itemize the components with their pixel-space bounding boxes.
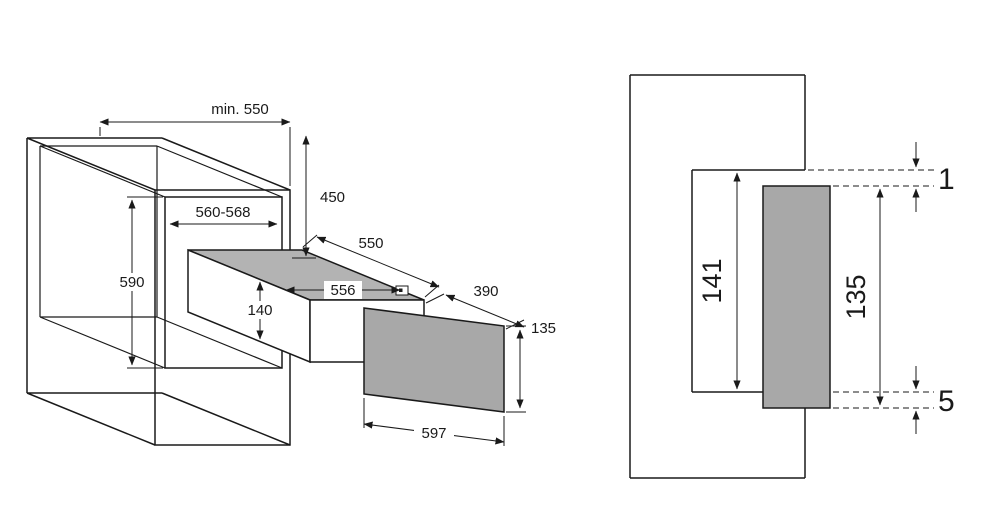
- dim-bottom-clearance-label: 5: [938, 385, 955, 418]
- dim-oven-niche-height-label: 450: [320, 189, 345, 206]
- dim-drawer-height-label: 140: [247, 302, 272, 319]
- reference-dashed-lines: [808, 169, 934, 409]
- side-front-panel: [762, 185, 831, 409]
- dim-side-niche-height-label: 141: [697, 258, 727, 303]
- dim-drawer-depth-label: 550: [358, 235, 383, 252]
- drawer-control-dot: [399, 288, 403, 292]
- dim-setback-depth-label: 390: [473, 283, 498, 300]
- side-section-view: 141 135 1 5: [629, 74, 955, 479]
- left-view-dimensions: min. 550 450 560-568 590 556: [99, 101, 556, 446]
- dim-side-panel-height-label: 135: [841, 274, 871, 319]
- dim-niche-width-label: 560-568: [195, 204, 250, 221]
- dim-side-niche-height: 141: [697, 172, 741, 390]
- dim-front-panel-width: 597: [363, 398, 505, 446]
- cabinet-outline: [26, 137, 291, 446]
- dim-setback-depth: 390: [425, 282, 525, 330]
- drawer-front-panel: [363, 307, 505, 413]
- dim-bottom-clearance: 5: [912, 366, 955, 434]
- dim-drawer-height: 140: [241, 281, 279, 340]
- dim-top-depth: min. 550: [99, 101, 291, 186]
- dim-front-panel-height: 135: [506, 320, 556, 413]
- side-cabinet-outline: [629, 74, 806, 479]
- dim-front-panel-width-label: 597: [421, 425, 446, 442]
- dim-top-gap-label: 1: [938, 163, 955, 196]
- dim-niche-width: 560-568: [169, 204, 278, 228]
- dim-front-panel-height-label: 135: [531, 320, 556, 337]
- dim-niche-height: 590: [112, 196, 163, 369]
- dim-oven-niche-height: 450: [292, 135, 345, 259]
- dim-side-panel-height: 135: [841, 188, 884, 406]
- niche-interior-lines: [39, 145, 283, 369]
- dim-top-gap: 1: [912, 142, 955, 212]
- dim-drawer-depth: 550: [302, 234, 440, 298]
- dim-niche-height-label: 590: [119, 274, 144, 291]
- dim-top-depth-label: min. 550: [211, 101, 269, 118]
- drawer-unit: [187, 248, 505, 413]
- dim-drawer-width-label: 556: [330, 282, 355, 299]
